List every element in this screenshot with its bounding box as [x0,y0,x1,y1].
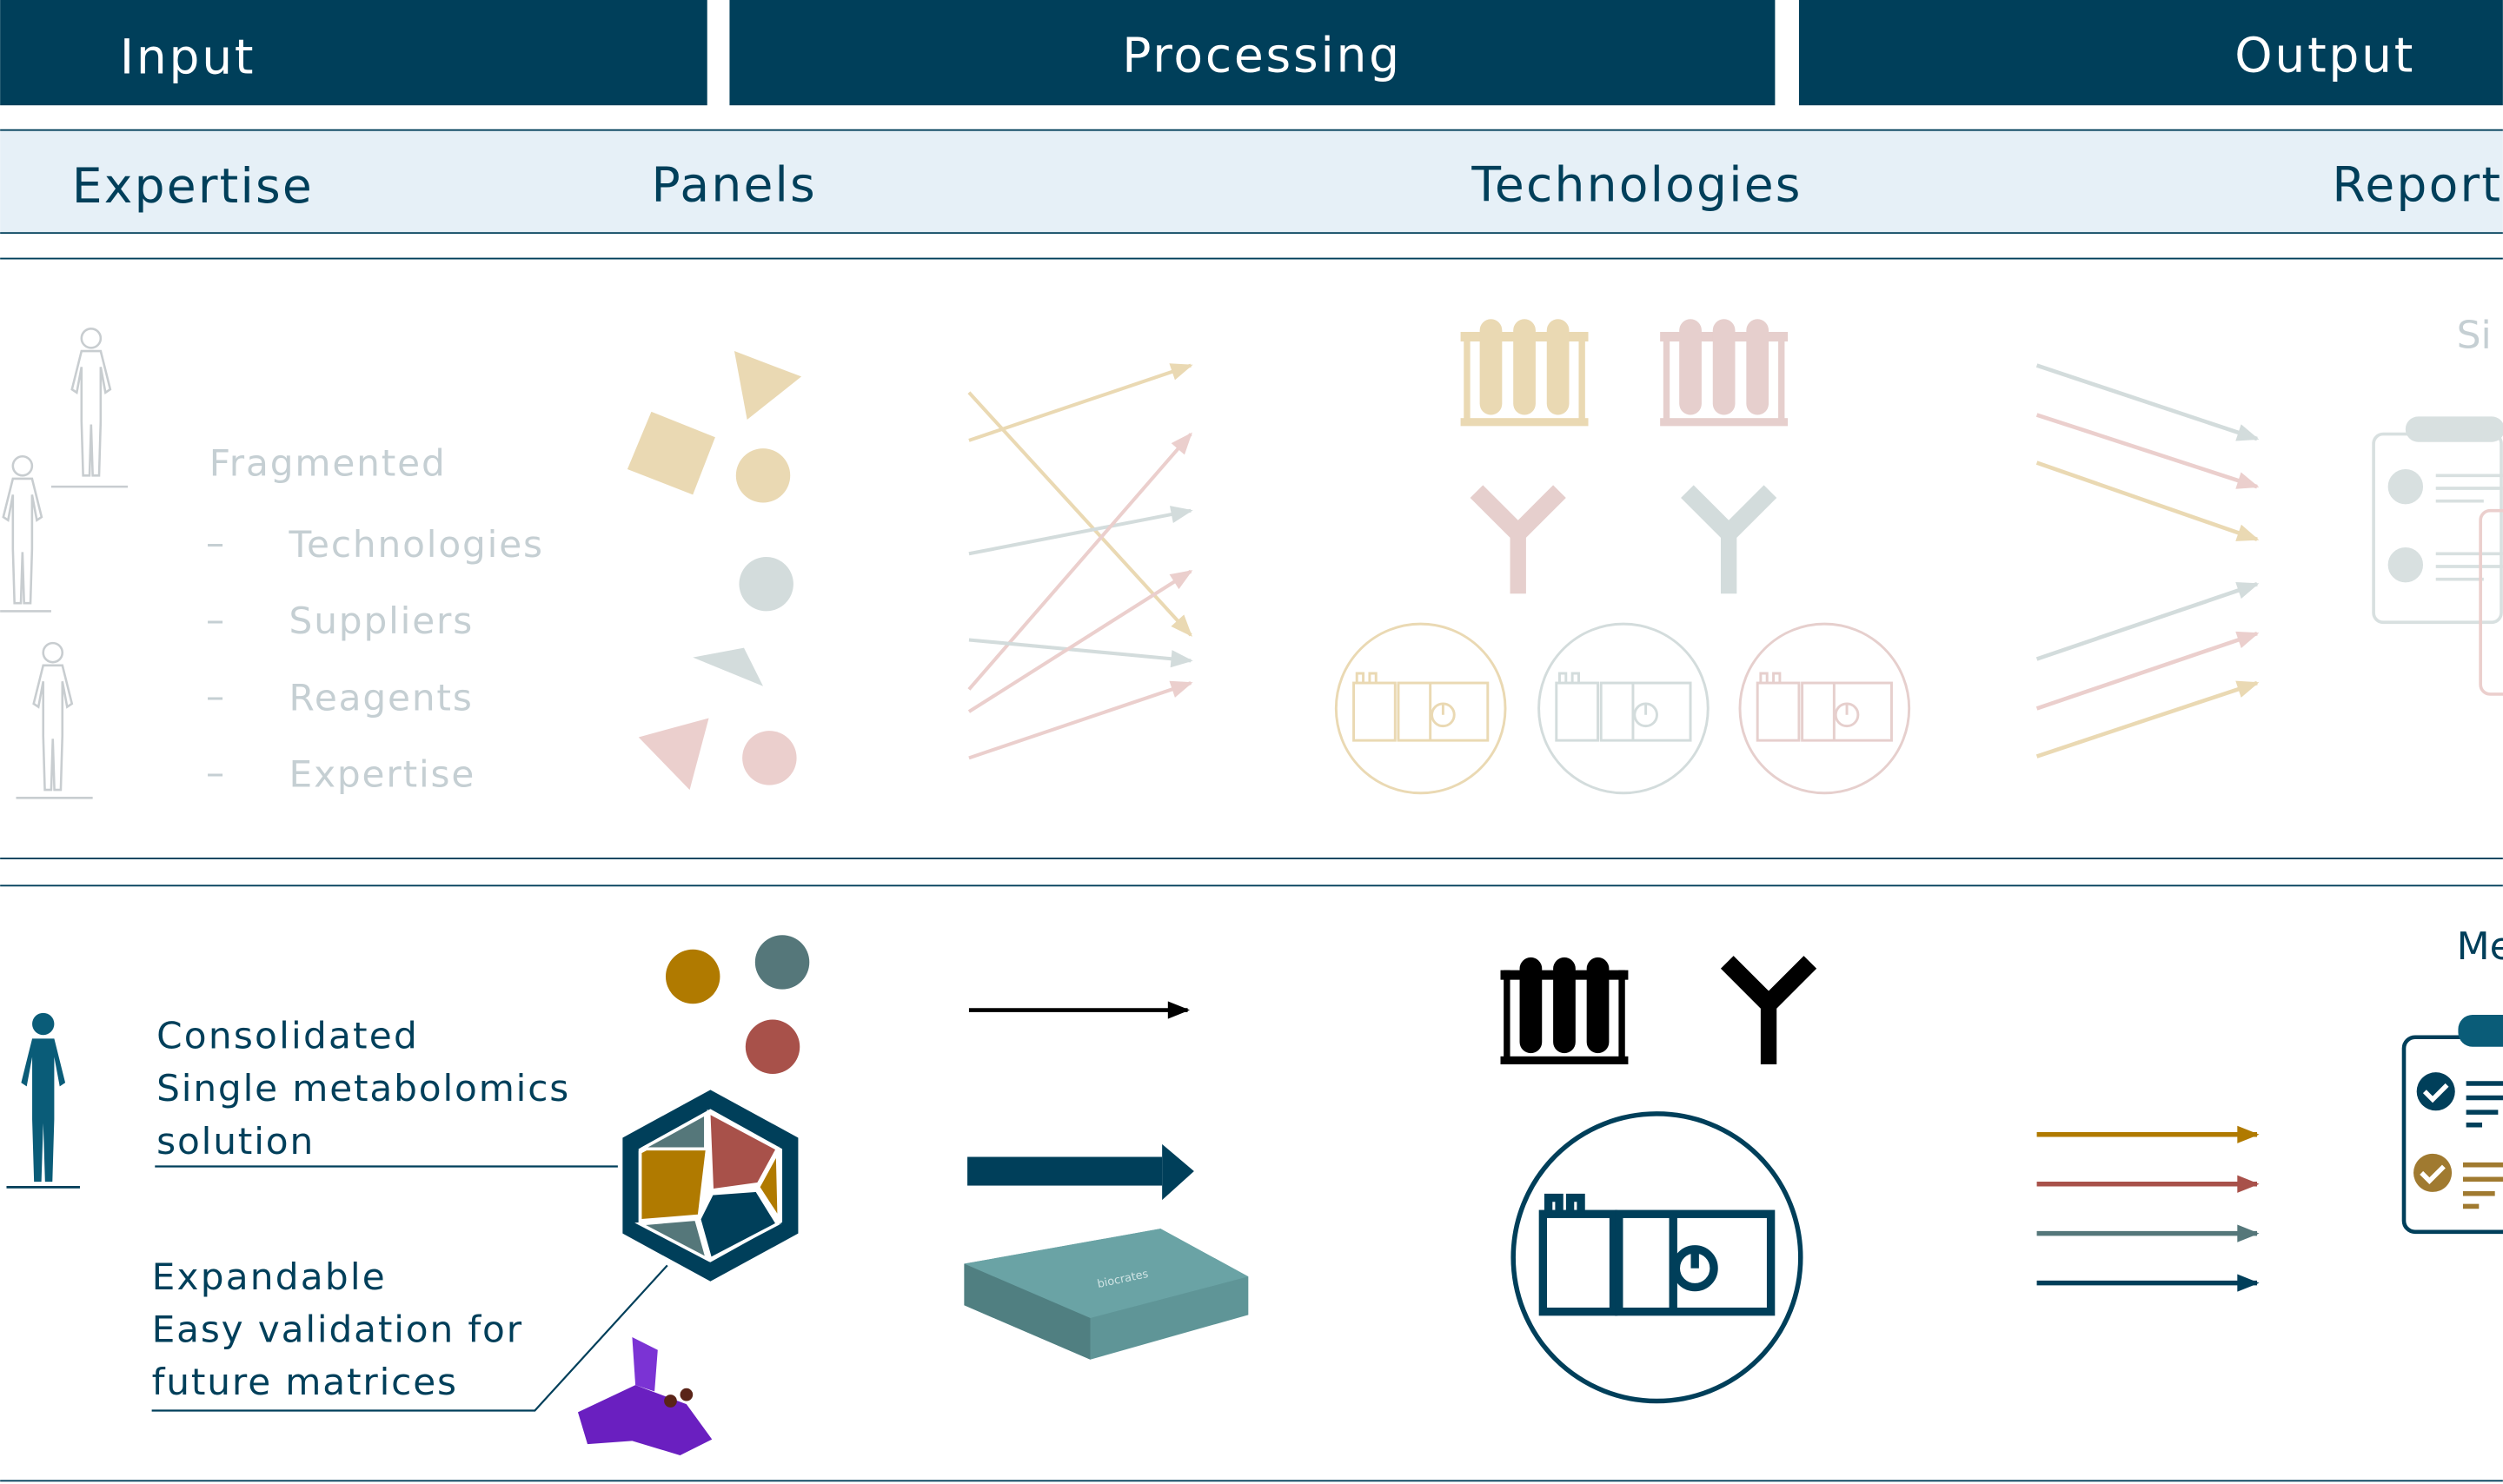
thick-process-arrow [967,1143,1194,1201]
expandable-line: future matrices [152,1361,458,1403]
panels-label: Panels [651,156,817,212]
clipboard-faded-icon [2372,416,2503,696]
person-outline-icons [0,328,129,799]
consolidated-title: Consolidated [156,1015,419,1057]
fragmented-row: Fragmented – – – – Technologies Supplier… [0,313,2503,799]
instrument-icons [1334,622,1911,795]
hexagon-panel-logo [622,1090,799,1282]
processing-label: Processing [1122,28,1402,83]
scattered-panel-shapes [627,351,802,791]
list-item: Suppliers [289,600,475,642]
fragmented-list: – – – – Technologies Suppliers Reagents … [206,521,544,795]
test-tube-rack-icon [1500,957,1629,1064]
antibody-icon [1470,485,1566,594]
panel-dot [665,949,720,1004]
panel-dot [745,1019,800,1075]
person-icon [21,1012,66,1183]
output-label: Output [2234,28,2415,83]
consolidated-line: solution [156,1120,315,1163]
antibody-icon [1720,956,1817,1064]
reports-label: Reports [2332,156,2503,212]
antibody-icon [1681,485,1777,594]
stage-processing [729,0,1776,106]
report-arrows [2035,363,2260,759]
fragmented-title: Fragmented [209,441,447,484]
test-tube-rack-icon [1460,319,1589,427]
crossing-arrows [967,363,1193,760]
list-item: Reagents [289,676,474,719]
svg-text:–: – [206,521,226,564]
svg-text:–: – [206,674,226,717]
instrument-icon [1510,1111,1803,1404]
stage-output [1798,0,2503,106]
technologies-label: Technologies [1471,156,1802,212]
test-tube-rack-icon [1660,319,1789,427]
input-label: Input [120,29,256,84]
device-image [577,1337,713,1455]
clipboard-icon [2401,1015,2503,1235]
kit-box-image: biocrates [964,1229,1249,1360]
list-item: Technologies [289,523,544,566]
header-bar: Input Processing Output [0,0,2503,106]
expandable-title: Expandable [152,1255,387,1298]
panel-dot [754,935,810,990]
siloed-reports-label: Si [2457,313,2492,357]
consolidated-line: Single metabolomics [156,1067,570,1110]
list-item: Expertise [289,752,476,795]
svg-text:–: – [206,752,226,794]
consolidated-row: Consolidated Single metabolomics solutio… [6,924,2503,1455]
report-arrows [2036,1125,2260,1292]
subheader-band: Expertise Panels Technologies Reports [0,129,2503,235]
svg-text:–: – [206,598,226,640]
expertise-label: Expertise [72,158,314,214]
expandable-line: Easy validation for [152,1308,523,1351]
stage-input [0,0,707,106]
merged-report-label: Me [2457,924,2503,969]
